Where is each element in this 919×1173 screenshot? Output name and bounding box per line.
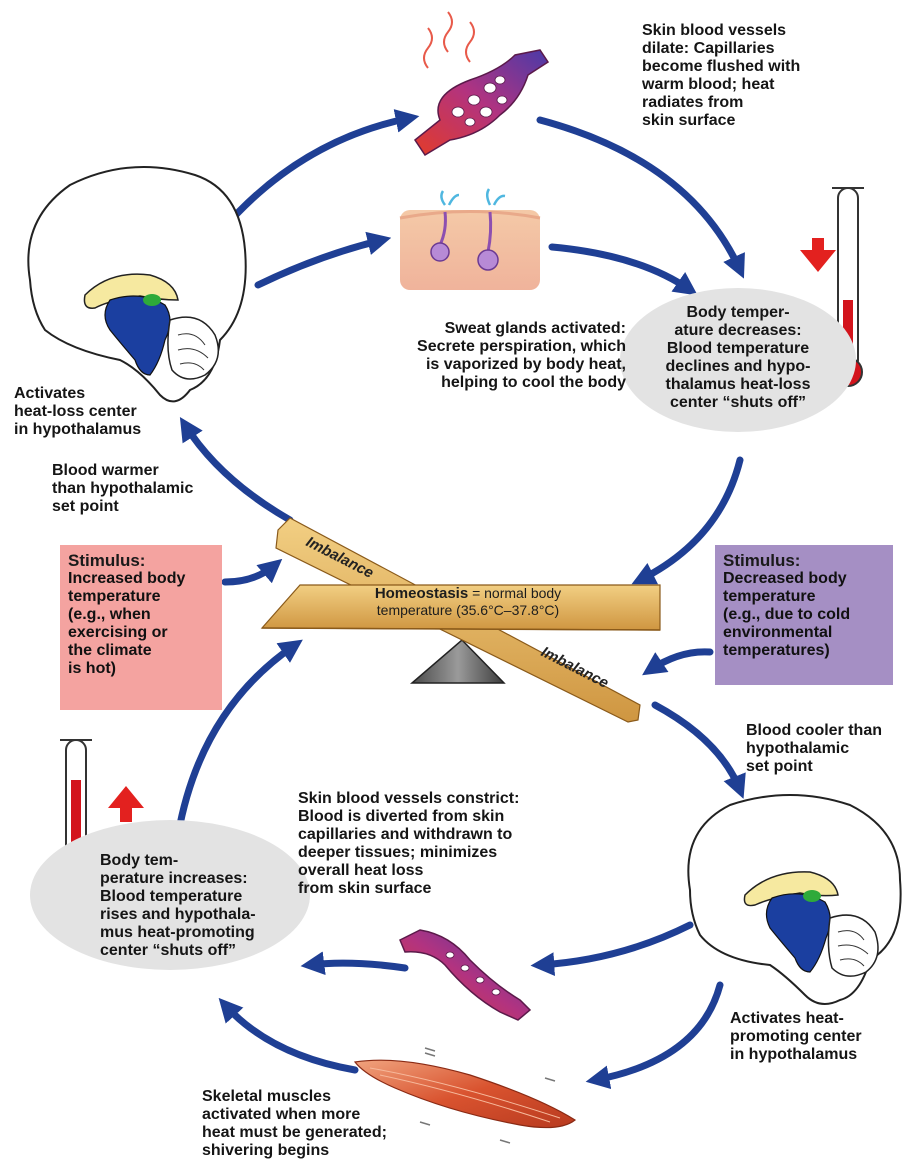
arrow-muscles-to-temp-increase — [218, 997, 359, 1074]
label-blood-cooler: Blood cooler than hypothalamic set point — [746, 722, 882, 775]
stimulus-cold-title: Stimulus: — [723, 551, 801, 570]
sweat-gland-illustration — [399, 188, 541, 290]
stimulus-cold-box: Stimulus: Decreased body temperature (e.… — [715, 545, 893, 685]
homeostasis-balance: Imbalance Imbalance — [260, 517, 661, 723]
up-arrow-icon — [108, 786, 144, 822]
arrow-stimulus-warm-to-balance — [221, 558, 283, 586]
homeostasis-term: Homeostasis — [374, 585, 469, 602]
label-heat-promoting-center: Activates heat- promoting center in hypo… — [730, 1010, 862, 1063]
arrow-brain-to-vessels — [218, 109, 420, 234]
temp-increase-ellipse — [30, 820, 310, 970]
skeletal-muscle-illustration — [353, 1047, 577, 1144]
label-temp-increases: Body tem- perature increases: Blood temp… — [100, 852, 256, 959]
arrow-vessels-to-temp-decrease — [536, 116, 745, 279]
arrow-balance-to-heat-promoting-center — [651, 701, 746, 799]
arrow-brain-to-constrict — [530, 921, 694, 976]
label-blood-warmer: Blood warmer than hypothalamic set point — [52, 462, 194, 515]
temp-decrease-ellipse — [620, 288, 856, 432]
brain-bottom-right — [687, 794, 902, 1005]
label-skeletal-muscles: Skeletal muscles activated when more hea… — [202, 1088, 387, 1159]
arrow-stimulus-cold-to-balance — [642, 648, 714, 676]
hypothalamus-green — [803, 890, 821, 902]
arrow-constrict-to-temp-increase — [300, 951, 409, 976]
arrow-brain-to-muscles — [585, 981, 724, 1090]
stimulus-warm-box: Stimulus: Increased body temperature (e.… — [60, 545, 222, 710]
down-arrow-icon — [800, 238, 836, 272]
stimulus-cold-text: Decreased body temperature (e.g., due to… — [723, 570, 851, 659]
arrow-temp-decrease-to-balance — [631, 456, 744, 585]
arrow-temp-increase-to-balance — [174, 639, 303, 839]
homeostasis-definition: Homeostasis = normal body temperature (3… — [318, 585, 618, 619]
brain-top-left — [27, 166, 247, 403]
arrow-sweat-to-temp-decrease — [548, 243, 698, 296]
stimulus-warm-text: Increased body temperature (e.g., when e… — [68, 570, 186, 677]
homeostasis-def: = normal body — [468, 585, 562, 601]
label-temp-decreases: Body temper- ature decreases: Blood temp… — [665, 304, 811, 411]
label-skin-vessels-constrict: Skin blood vessels constrict: Blood is d… — [298, 790, 520, 897]
feedback-arrows — [174, 109, 746, 1090]
homeostasis-range: temperature (35.6°C–37.8°C) — [376, 602, 560, 618]
label-sweat-glands: Sweat glands activated: Secrete perspira… — [417, 320, 626, 391]
balance-fulcrum — [409, 638, 506, 684]
stimulus-warm-title: Stimulus: — [68, 551, 146, 570]
constricted-vessel-illustration — [399, 929, 532, 1021]
hypothalamus-green — [143, 294, 161, 306]
arrow-balance-to-heat-loss-center — [179, 416, 294, 524]
dilated-vessel-illustration — [413, 11, 550, 157]
label-heat-loss-center: Activates heat-loss center in hypothalam… — [14, 385, 142, 438]
arrow-brain-to-sweat — [254, 231, 392, 289]
label-skin-vessels-dilate: Skin blood vessels dilate: Capillaries b… — [642, 22, 801, 129]
